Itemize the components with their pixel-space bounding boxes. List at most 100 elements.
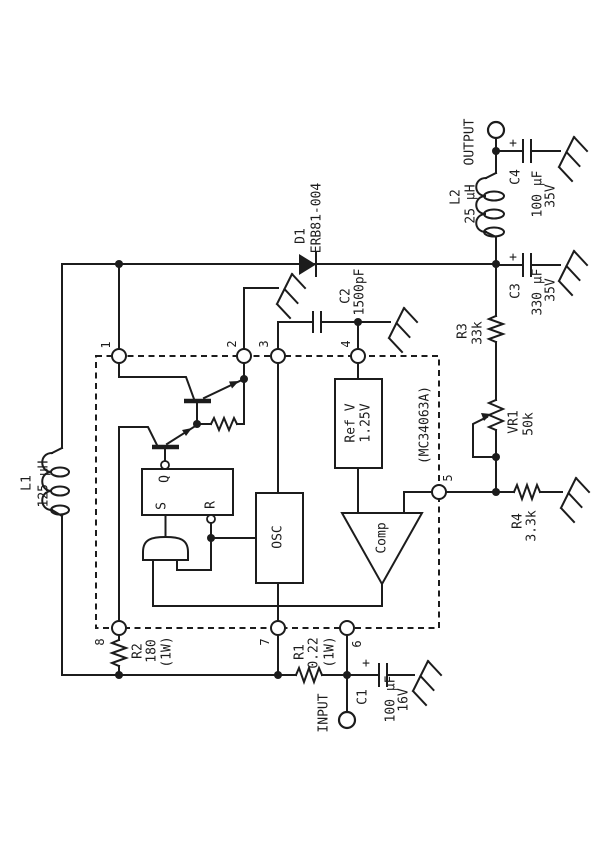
pin6-number: 6: [350, 640, 364, 647]
junction-dot: [492, 453, 500, 461]
pin4-number: 4: [339, 340, 353, 347]
d1-ref-label: D1: [294, 228, 309, 244]
resistor-r3: R3 33k: [456, 264, 506, 401]
c3-value-label: 330 µF: [531, 268, 546, 315]
comparator: Comp: [152, 491, 433, 607]
l1-loop: [50, 466, 70, 478]
resistor-r4: R4 3.3k: [495, 482, 559, 542]
q1-collector-wire: [118, 362, 196, 401]
ground-c3: [555, 249, 589, 297]
input-terminal: [337, 710, 357, 730]
pin7-circle: [270, 620, 286, 636]
l2-loop: [483, 190, 505, 202]
l1-value-label: 125 µH: [37, 461, 52, 508]
vr1-value-label: 50k: [522, 412, 537, 436]
output-net: OUTPUT: [463, 118, 506, 265]
pin6-circle: [339, 620, 355, 636]
c2-value-label: 1500pF: [353, 268, 368, 315]
pin8-number: 8: [93, 638, 107, 645]
latch-r-label: R: [204, 501, 219, 509]
ground-pin2: [273, 272, 307, 320]
l1-coil: [41, 451, 54, 512]
junction-dot: [354, 318, 362, 326]
c1-value-label: 100 µF: [384, 675, 399, 722]
transistor-q1: [118, 362, 246, 425]
diode-d1: D1 ERB81-004: [294, 183, 325, 277]
refv-block: Ref V 1.25V: [334, 362, 383, 514]
resistor-r1: R1 0.22 (1W): [293, 636, 338, 685]
c4-plates: [522, 139, 532, 163]
r1-value-label: 0.22: [307, 637, 322, 668]
c1-rating-label: 16V: [397, 688, 412, 712]
feedback-node: [445, 456, 497, 493]
c4-value-label: 100 µF: [531, 170, 546, 217]
q2-emitter-arrow: [182, 428, 192, 436]
l2-loop: [483, 226, 505, 238]
d1-triangle: [299, 254, 316, 275]
input-net: INPUT: [317, 674, 357, 733]
comp-label: Comp: [375, 522, 390, 553]
base-emitter-resistor: [196, 415, 245, 433]
vr1-wiper: [472, 415, 497, 458]
junction-dot: [274, 671, 282, 679]
ground-c2: [385, 306, 419, 354]
ic-boundary-box: [95, 355, 440, 629]
pin5-number: 5: [441, 474, 455, 481]
pin4-circle: [350, 348, 366, 364]
r2-ref-label: R2: [131, 643, 146, 659]
osc-label: OSC: [271, 525, 286, 548]
r2-value-label: 180: [145, 639, 160, 662]
q2-collector-wire: [118, 426, 159, 622]
junction-dot: [115, 260, 123, 268]
inductor-l1: L1 125 µH: [20, 446, 70, 518]
l2-ref-label: L2: [449, 189, 464, 205]
junction-dots: [115, 147, 500, 679]
c3-rating-label: 35V: [544, 278, 559, 302]
potentiometer-vr1: VR1 50k: [472, 398, 537, 458]
d1-value-label: ERB81-004: [310, 183, 325, 254]
ic-name-label: (MC34063A): [418, 386, 433, 464]
latch-box: [141, 468, 234, 516]
c1-ref-label: C1: [356, 689, 371, 705]
r1-ref-label: R1: [293, 644, 308, 660]
pin7-number: 7: [258, 638, 272, 645]
latch-r-bubble: [206, 514, 216, 524]
resistor-r2: R2 180 (1W): [109, 634, 175, 676]
rbe-zigzag: [209, 415, 239, 433]
output-label: OUTPUT: [463, 118, 478, 165]
c4-ref-label: C4: [509, 169, 524, 185]
and-input2-wire: [176, 537, 212, 571]
r3-ref-label: R3: [456, 323, 471, 339]
c2-ref-label: C2: [339, 288, 354, 304]
c4-rating-label: 35V: [544, 184, 559, 208]
r4-zigzag: [512, 482, 542, 502]
q1-emitter-arrow: [229, 381, 239, 389]
latch-q-bubble: [160, 460, 170, 470]
refv-value-label: 1.25V: [359, 403, 374, 442]
comp-output-wire: [152, 583, 383, 607]
latch-block: Q S R: [141, 460, 234, 539]
pin3-number: 3: [257, 340, 271, 347]
and-gate-body: [142, 535, 189, 561]
r4-value-label: 3.3k: [525, 510, 540, 541]
pin3-circle: [270, 348, 286, 364]
capacitor-c2: C2 1500pF: [312, 268, 368, 333]
r2-power-label: (1W): [160, 636, 175, 667]
and-gate: [142, 514, 212, 607]
l1-loop: [50, 504, 70, 516]
capacitor-c1: + C1 100 µF 16V: [356, 656, 412, 722]
output-terminal: [486, 120, 506, 140]
pin2-circle: [236, 348, 252, 364]
capacitor-c3: + C3 330 µF 35V: [495, 250, 559, 315]
junction-dot: [492, 147, 500, 155]
osc-block: OSC: [210, 362, 304, 622]
junction-dot: [115, 671, 123, 679]
junction-dot: [492, 488, 500, 496]
vr1-zigzag: [486, 398, 506, 432]
c2-plates: [312, 311, 322, 333]
q2-emitter-wire: [165, 423, 199, 446]
vr1-ref-label: VR1: [507, 410, 522, 433]
pin8-circle: [111, 620, 127, 636]
junction-dot: [492, 260, 500, 268]
